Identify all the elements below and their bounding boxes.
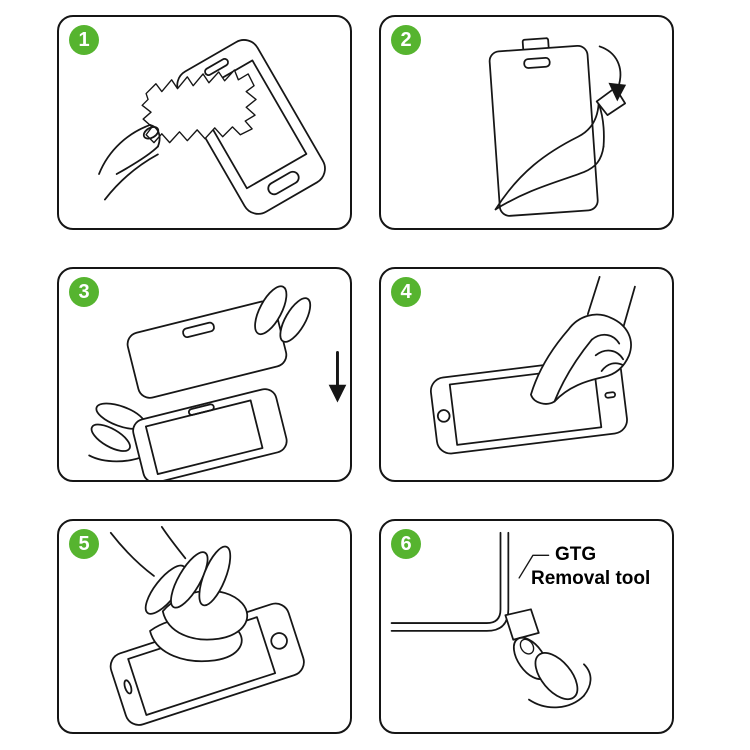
phone-speaker (123, 679, 133, 695)
step-number-badge: 2 (391, 25, 421, 55)
phone-speaker (604, 391, 616, 399)
pressing-hand-icon (530, 275, 636, 405)
glass-protector-icon (488, 37, 599, 217)
phone-speaker (187, 403, 215, 416)
step-number-badge: 6 (391, 529, 421, 559)
peel-film-illustration-icon (488, 37, 627, 217)
arrow-down-icon (328, 350, 347, 403)
phone-body (132, 388, 288, 480)
step-panel-3: 3 (57, 267, 352, 482)
speaker-cutout (523, 57, 551, 69)
phone-screen (448, 365, 603, 446)
phone-home-button (436, 409, 451, 423)
smooth-cloth-illustration-icon (109, 526, 305, 726)
hand-icon (98, 124, 161, 201)
step-number-badge: 4 (391, 277, 421, 307)
step-number: 4 (400, 280, 412, 303)
removal-tool-label-line1: GTG (555, 544, 597, 565)
glass-corner-icon (390, 531, 510, 632)
step-number-badge: 3 (69, 277, 99, 307)
thumb-nail (519, 638, 535, 655)
step-number: 1 (78, 28, 90, 51)
steps-grid: 1 2 (57, 15, 674, 734)
step-number: 5 (78, 532, 90, 555)
label-leader-line (518, 554, 550, 579)
step-number: 6 (400, 532, 412, 555)
step-number: 2 (400, 28, 412, 51)
phone-speaker (204, 58, 229, 76)
step-panel-6: 6 GTG Removal tool (379, 519, 674, 734)
phone-icon (132, 388, 288, 480)
step-panel-4: 4 (379, 267, 674, 482)
removal-tool-label: GTG Removal tool (531, 543, 650, 591)
thumb-nail (142, 126, 160, 140)
curved-arrow-icon (598, 45, 627, 102)
press-screen-illustration-icon (429, 275, 636, 455)
hand-icon (109, 526, 232, 615)
index-finger (534, 652, 579, 701)
removal-tool (504, 608, 540, 641)
step-number: 3 (78, 280, 90, 303)
align-glass-illustration-icon (88, 285, 347, 480)
phone-home-button (267, 170, 300, 196)
cleaning-cloth-icon (141, 69, 257, 144)
wipe-phone-illustration-icon (98, 39, 326, 215)
right-hand-icon (254, 285, 312, 343)
phone-home-button (270, 632, 288, 650)
protector-sheet (488, 44, 599, 217)
step-panel-5: 5 (57, 519, 352, 734)
step-number-badge: 5 (69, 529, 99, 559)
removal-tool-illustration-icon (390, 531, 592, 709)
step-number-badge: 1 (69, 25, 99, 55)
hand-icon (512, 636, 592, 709)
step-panel-1: 1 (57, 15, 352, 230)
speaker-cutout (182, 321, 215, 339)
step-panel-2: 2 (379, 15, 674, 230)
removal-tool-label-line2: Removal tool (531, 568, 651, 589)
